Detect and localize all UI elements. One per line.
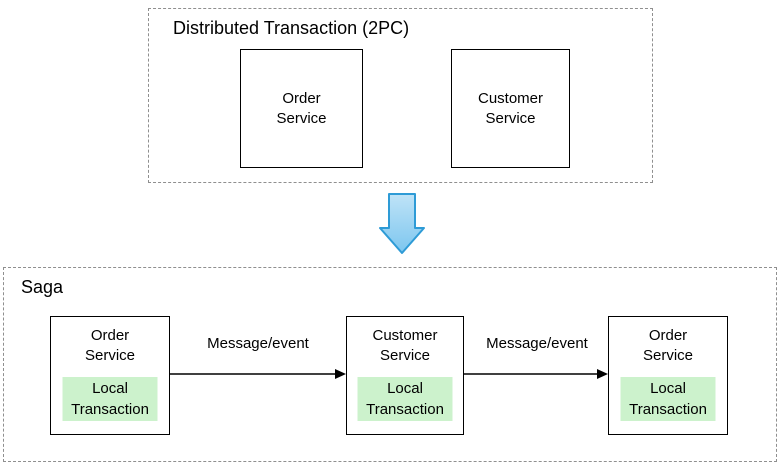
- local-transaction-label: Local Transaction: [71, 380, 149, 418]
- saga-order-service-label: Order Service: [642, 327, 694, 364]
- saga-order-service-box: Order Service Local Transaction: [608, 316, 728, 435]
- local-transaction-label: Local Transaction: [629, 380, 707, 418]
- down-arrow-icon: [379, 193, 425, 254]
- saga-customer-service-box: Customer Service Local Transaction: [346, 316, 464, 435]
- 2pc-customer-service-label: Customer Service: [477, 89, 544, 127]
- 2pc-group-title: Distributed Transaction (2PC): [173, 18, 410, 38]
- 2pc-order-service-label: Order Service: [276, 89, 327, 127]
- 2pc-customer-service-box: Customer Service: [451, 49, 570, 168]
- local-transaction-box: Local Transaction: [357, 377, 453, 421]
- saga-order-service-label: Order Service: [84, 327, 136, 364]
- local-transaction-box: Local Transaction: [620, 377, 716, 421]
- saga-order-service-box: Order Service Local Transaction: [50, 316, 170, 435]
- local-transaction-box: Local Transaction: [62, 377, 158, 421]
- local-transaction-label: Local Transaction: [366, 380, 444, 418]
- message-event-label: Message/event: [486, 335, 588, 352]
- saga-customer-service-label: Customer Service: [372, 327, 438, 364]
- message-event-label: Message/event: [207, 335, 309, 352]
- 2pc-order-service-box: Order Service: [240, 49, 363, 168]
- 2pc-group: Distributed Transaction (2PC) Order Serv…: [148, 8, 653, 183]
- saga-group: Saga Message/event Message/event Order S…: [3, 267, 777, 462]
- saga-group-title: Saga: [21, 277, 64, 297]
